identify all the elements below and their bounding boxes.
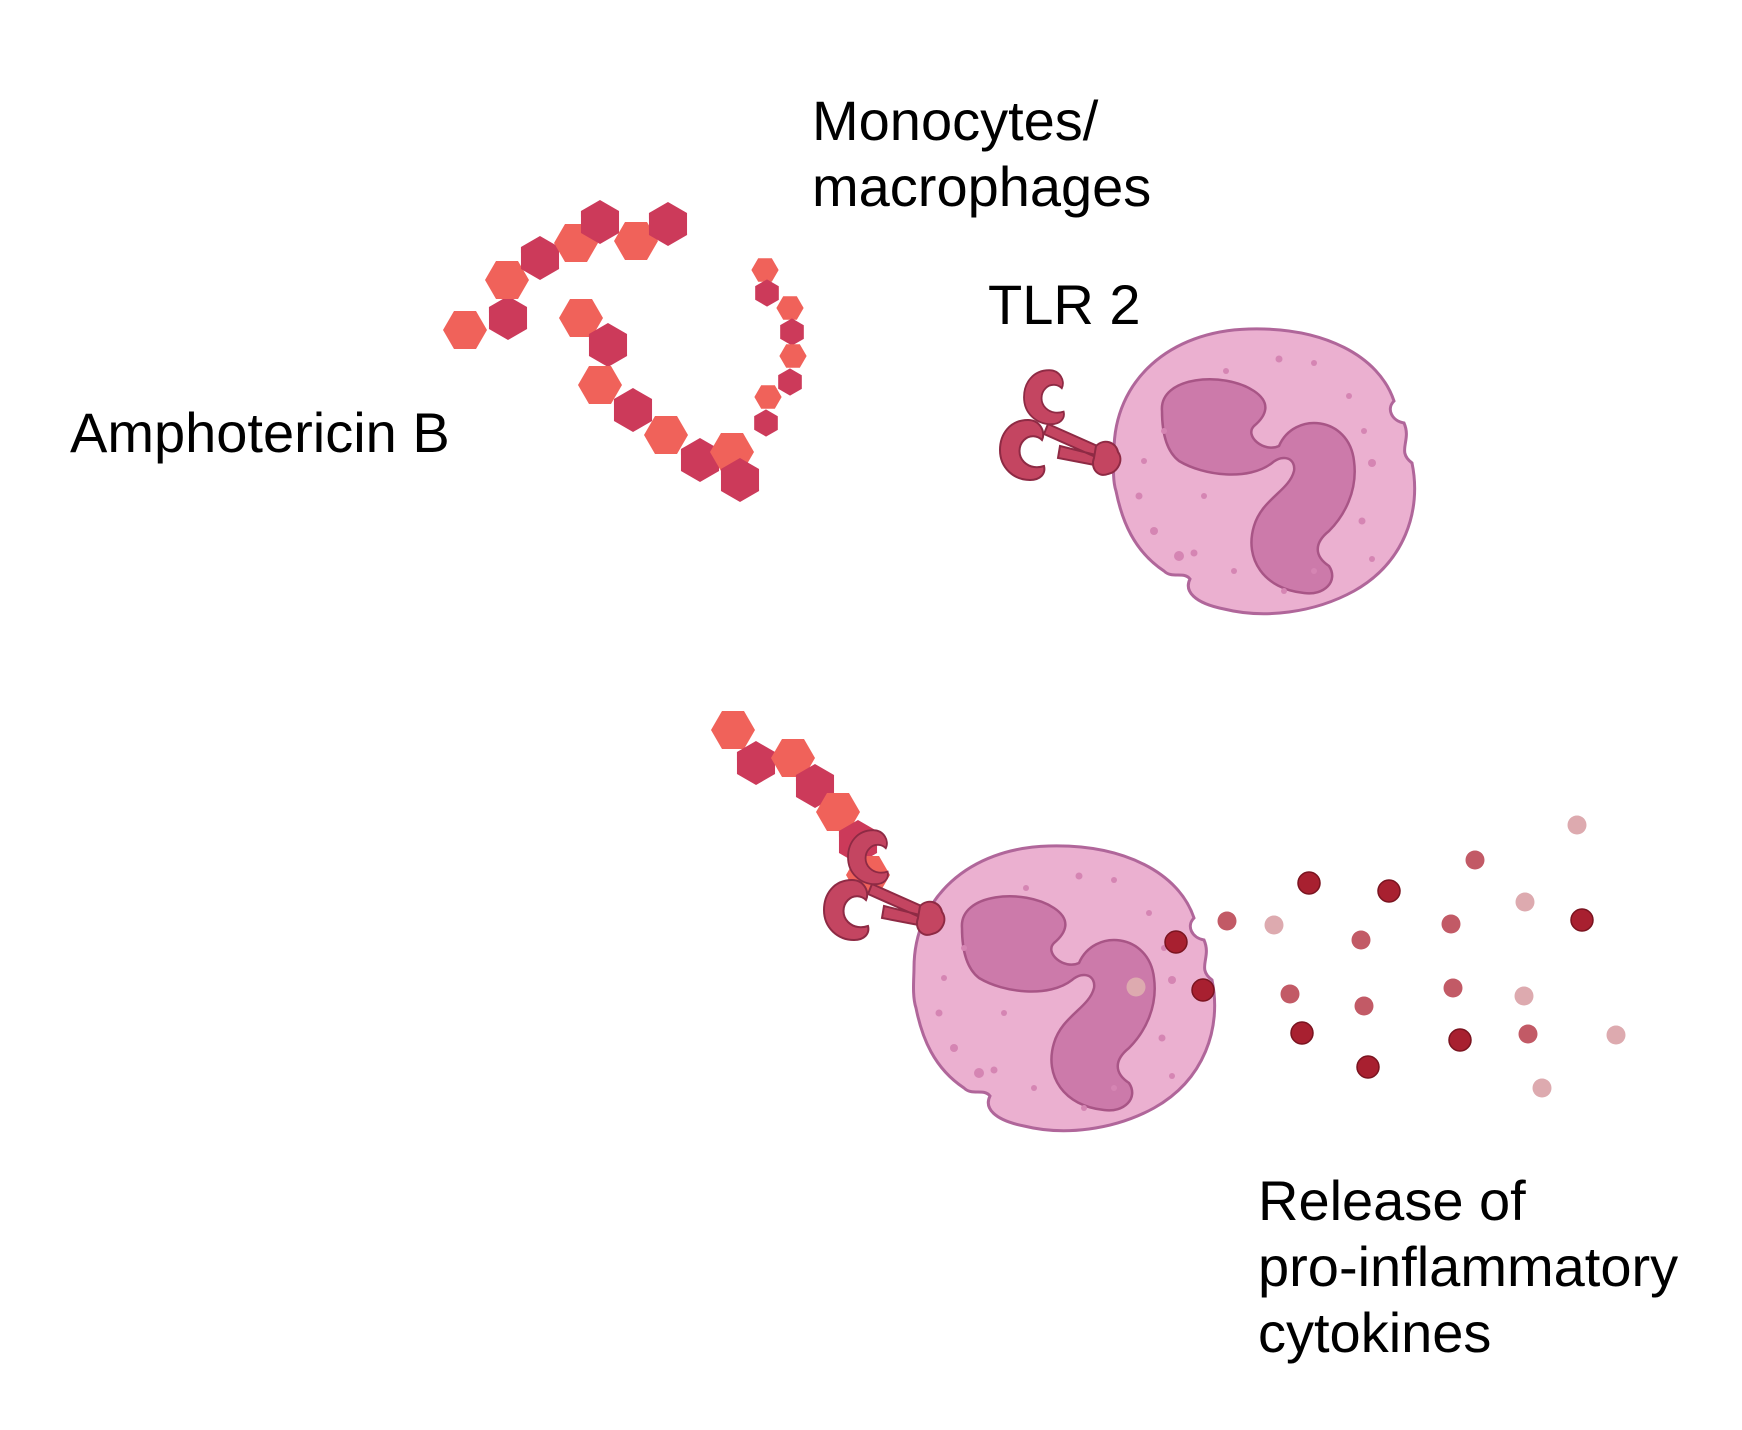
receptor-lobe — [1023, 369, 1065, 426]
cytokine-particle — [1441, 914, 1461, 934]
cytokine-particles — [1126, 815, 1626, 1098]
cytokine-particle — [1518, 1024, 1538, 1044]
cytoplasm-granule — [990, 1066, 998, 1074]
cytoplasm-granule — [1023, 885, 1029, 891]
cytokine-particle — [1356, 1055, 1380, 1079]
macrophage-cells — [912, 327, 1417, 1133]
hexagon-ring — [751, 258, 779, 282]
cytoplasm-granule — [1169, 1073, 1175, 1079]
hexagon-ring — [711, 711, 755, 749]
receptor-lobe — [998, 418, 1046, 482]
cytoplasm-granule — [1231, 568, 1237, 574]
cytoplasm-granule — [1361, 428, 1367, 434]
cytokine-release-line2: pro-inflammatory — [1258, 1235, 1679, 1298]
cytokine-particle — [1448, 1028, 1472, 1052]
cytokine-particle — [1532, 1078, 1552, 1098]
amphotericin-b-molecules — [443, 194, 890, 894]
receptor-lobe — [847, 829, 889, 886]
chain-right — [748, 258, 810, 441]
cytokine-particle — [1606, 1025, 1626, 1045]
chain-middle — [559, 299, 769, 508]
hexagon-ring — [754, 385, 782, 409]
cytoplasm-granule — [1369, 556, 1375, 562]
cytoplasm-granule — [1146, 910, 1152, 916]
cytokine-particle — [1126, 977, 1146, 997]
cytokine-particle — [1297, 871, 1321, 895]
tlr2-label: TLR 2 — [988, 272, 1141, 338]
tlr2-receptors — [822, 369, 1122, 942]
monocytes-label: Monocytes/ macrophages — [812, 88, 1151, 220]
cytokine-particle — [1164, 930, 1188, 954]
cytoplasm-granule — [1001, 1010, 1007, 1016]
cytoplasm-granule — [1368, 459, 1376, 467]
monocytes-label-line2: macrophages — [812, 155, 1152, 218]
cytoplasm-granule — [941, 975, 947, 981]
cell-nucleus — [960, 895, 1156, 1112]
cytokine-particle — [1290, 1021, 1314, 1045]
cell-nucleus — [1160, 378, 1356, 595]
cytokine-release-label: Release of pro-inflammatory cytokines — [1258, 1168, 1678, 1366]
cytokine-particle — [1443, 978, 1463, 998]
cytokine-particle — [1217, 911, 1237, 931]
cytoplasm-granule — [935, 1009, 943, 1017]
macrophage-bottom — [912, 844, 1217, 1133]
cytokine-particle — [1465, 850, 1485, 870]
cytokine-release-line1: Release of — [1258, 1169, 1526, 1232]
cytoplasm-granule — [1135, 492, 1143, 500]
cytoplasm-granule — [1358, 517, 1366, 525]
cytoplasm-granule — [1081, 1105, 1087, 1111]
cytokine-particle — [1351, 930, 1371, 950]
cytoplasm-granule — [1111, 1085, 1117, 1091]
cytokine-particle — [1280, 984, 1300, 1004]
cytokine-particle — [1515, 892, 1535, 912]
hexagon-ring — [774, 314, 810, 350]
hexagon-ring — [779, 344, 807, 368]
cytokine-particle — [1377, 879, 1401, 903]
macrophage-top — [1112, 327, 1417, 616]
hexagon-ring — [443, 311, 487, 349]
cytoplasm-granule — [1150, 527, 1158, 535]
cytokine-particle — [1354, 996, 1374, 1016]
cytoplasm-granule — [1161, 428, 1167, 434]
tlr2-label-text: TLR 2 — [988, 273, 1141, 336]
tlr2-receptor-top — [998, 369, 1122, 482]
cytoplasm-granule — [1311, 568, 1317, 574]
amphotericin-label: Amphotericin B — [70, 400, 450, 466]
monocytes-label-line1: Monocytes/ — [812, 89, 1099, 152]
cytoplasm-granule — [1168, 976, 1176, 984]
hexagon-ring — [748, 405, 784, 441]
cytoplasm-granule — [1141, 458, 1147, 464]
receptor-anchor — [1092, 440, 1122, 476]
cytoplasm-granule — [1158, 1034, 1166, 1042]
cytokine-particle — [1514, 986, 1534, 1006]
cytokine-particle — [1264, 915, 1284, 935]
cytoplasm-granule — [1190, 549, 1198, 557]
tlr2-receptor-bottom — [822, 829, 946, 942]
cytoplasm-granule — [1111, 877, 1117, 883]
cytoplasm-granule — [1201, 493, 1207, 499]
receptor-anchor — [916, 900, 946, 936]
cytoplasm-granule — [1281, 588, 1287, 594]
cytoplasm-granule — [1223, 368, 1229, 374]
cytokine-particle — [1567, 815, 1587, 835]
cytokine-particle — [1570, 908, 1594, 932]
cytokine-release-line3: cytokines — [1258, 1301, 1492, 1364]
receptor-lobe — [822, 878, 870, 942]
cytoplasm-granule — [950, 1044, 958, 1052]
cytoplasm-granule — [1174, 551, 1184, 561]
hexagon-ring — [776, 296, 804, 320]
cytoplasm-granule — [961, 945, 967, 951]
cytoplasm-granule — [1075, 872, 1083, 880]
cytoplasm-granule — [974, 1068, 984, 1078]
amphotericin-label-text: Amphotericin B — [70, 401, 450, 464]
cytoplasm-granule — [1311, 360, 1317, 366]
cytoplasm-granule — [1275, 355, 1283, 363]
cytoplasm-granule — [1346, 393, 1352, 399]
cytoplasm-granule — [1031, 1085, 1037, 1091]
cytokine-particle — [1191, 978, 1215, 1002]
